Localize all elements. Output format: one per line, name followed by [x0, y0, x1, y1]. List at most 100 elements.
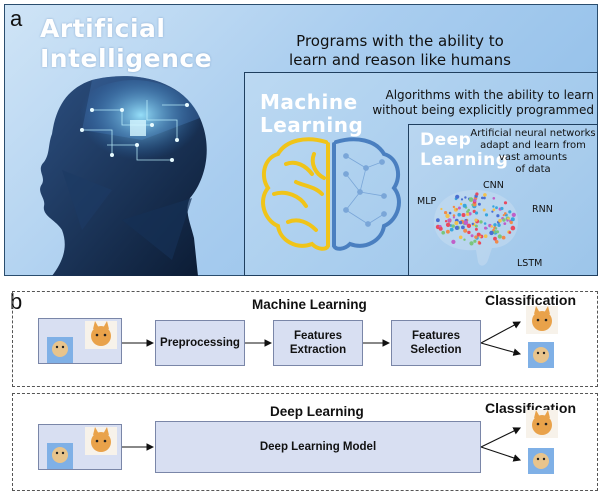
neural-network-illustration — [434, 190, 518, 266]
network-node — [497, 234, 502, 239]
brain-illustration — [261, 137, 401, 251]
arrow-dl-to-cat — [480, 427, 521, 448]
network-label-rnn: RNN — [532, 204, 553, 215]
network-node — [503, 222, 507, 225]
network-node — [452, 216, 455, 219]
network-node — [483, 222, 487, 225]
network-node — [509, 220, 513, 225]
network-node — [448, 211, 452, 215]
ai-title-line2: Intelligence — [40, 44, 213, 73]
network-node — [471, 222, 474, 226]
network-node — [474, 218, 478, 222]
dl-output-cat — [526, 410, 558, 438]
network-node — [455, 194, 460, 199]
network-node — [466, 223, 472, 228]
network-node — [463, 238, 466, 241]
network-node — [504, 212, 507, 215]
network-node — [474, 235, 478, 239]
ai-title-line1: Artificial — [40, 14, 166, 43]
arrow-dl-to-dog — [480, 446, 522, 462]
network-node — [473, 198, 477, 203]
network-node — [494, 227, 498, 230]
dl-desc-line2: adapt and learn from — [480, 140, 586, 151]
network-node — [479, 220, 483, 224]
network-node — [446, 229, 450, 234]
stage-selection-line2: Selection — [410, 344, 462, 356]
network-node — [438, 225, 442, 228]
stage-preprocessing-label: Preprocessing — [160, 337, 240, 349]
arrow-selection-to-dog — [480, 342, 522, 356]
network-node — [463, 220, 469, 225]
ai-description: Programs with the ability to learn and r… — [250, 32, 550, 70]
network-node — [444, 220, 448, 223]
network-nodes — [435, 192, 516, 246]
network-node — [454, 225, 459, 230]
ml-output-dog — [528, 342, 554, 368]
network-node — [458, 235, 463, 240]
network-node — [479, 235, 482, 238]
network-node — [459, 202, 463, 206]
ml-title-line1: Machine — [260, 90, 358, 114]
ml-desc-line1: Algorithms with the ability to learn — [385, 88, 594, 102]
stage-extraction-line1: Features — [294, 330, 342, 342]
network-node — [452, 214, 456, 217]
dl-input-images — [38, 424, 122, 470]
stage-features-extraction: Features Extraction — [273, 320, 363, 366]
ml-section-title: Machine Learning — [252, 297, 367, 312]
network-node — [474, 211, 479, 215]
network-node — [474, 224, 478, 228]
ml-title-line2: Learning — [260, 113, 364, 137]
network-node — [452, 205, 456, 209]
network-node — [470, 234, 474, 238]
network-node — [451, 224, 455, 228]
network-node — [502, 214, 505, 217]
network-node — [463, 228, 468, 233]
network-label-mlp: MLP — [417, 196, 437, 207]
network-label-lstm: LSTM — [517, 258, 543, 269]
network-node — [467, 230, 471, 235]
network-node — [511, 212, 516, 217]
network-node — [492, 208, 496, 212]
network-node — [469, 241, 474, 246]
network-node — [495, 206, 498, 210]
ai-desc-line2: learn and reason like humans — [289, 51, 511, 69]
dl-section-title: Deep Learning — [270, 404, 364, 419]
network-node — [466, 212, 470, 216]
network-node — [493, 236, 497, 241]
panel-a-letter: a — [10, 6, 23, 31]
network-node — [447, 218, 452, 223]
stage-features-selection: Features Selection — [391, 320, 481, 366]
network-node — [491, 210, 494, 213]
network-node — [503, 201, 508, 205]
network-node — [489, 230, 494, 236]
network-node — [492, 228, 495, 232]
ml-classification-label: Classification — [485, 292, 577, 308]
network-node — [497, 223, 501, 227]
network-node — [438, 226, 443, 231]
network-node — [495, 230, 499, 234]
network-node — [494, 240, 499, 244]
network-node — [461, 213, 466, 217]
dog-cat-thumbnails — [47, 427, 117, 469]
network-node — [455, 208, 459, 211]
network-node — [445, 213, 450, 219]
network-node — [436, 218, 440, 223]
network-node — [472, 209, 476, 213]
network-node — [482, 208, 486, 212]
dl-desc-line4: of data — [515, 164, 551, 175]
network-node — [474, 227, 478, 231]
network-node — [506, 219, 509, 222]
network-node — [484, 213, 489, 217]
network-node — [501, 235, 506, 240]
dl-title-line2: Learning — [420, 150, 509, 170]
network-node — [454, 221, 459, 225]
network-node — [481, 196, 484, 200]
network-node — [440, 207, 443, 211]
network-node — [492, 205, 495, 208]
network-node — [500, 206, 504, 211]
ml-output-cat — [526, 306, 558, 334]
network-node — [475, 192, 479, 196]
network-node — [451, 239, 456, 244]
dl-output-dog — [528, 448, 554, 474]
ml-description: Algorithms with the ability to learn wit… — [370, 88, 594, 118]
